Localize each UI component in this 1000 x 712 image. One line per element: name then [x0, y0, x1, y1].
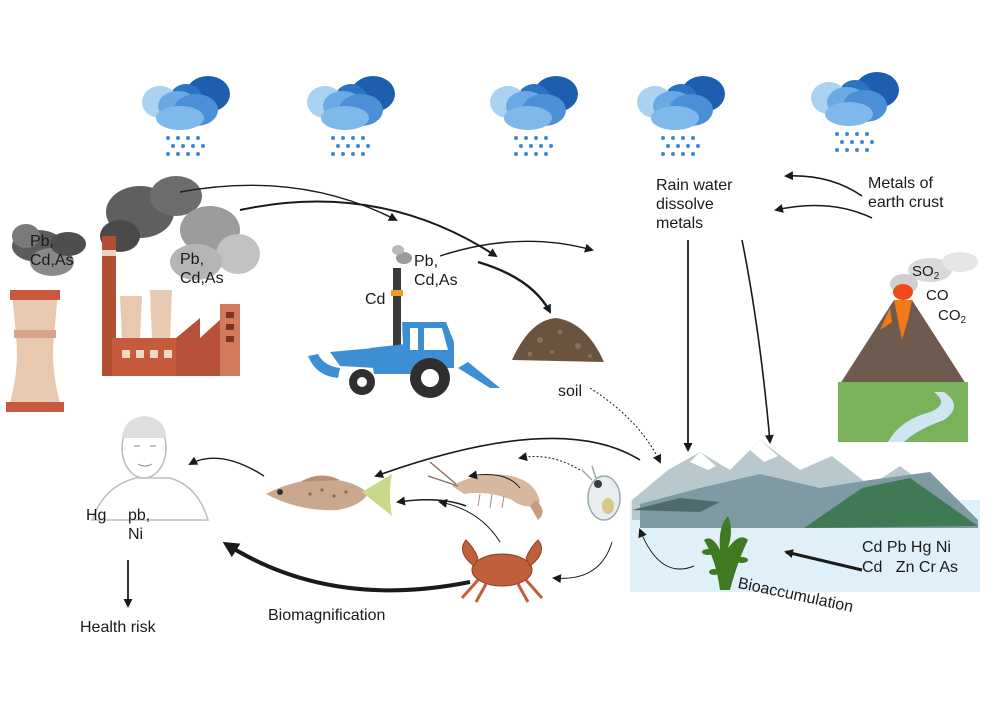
shrimp-icon — [427, 461, 543, 520]
rain-cloud-icon — [307, 76, 395, 156]
rain-cloud-icon — [490, 76, 578, 156]
soil-label: soil — [558, 383, 583, 400]
tractor-icon — [308, 245, 500, 398]
volcano-so2-label: SO2 — [912, 263, 940, 282]
factory-emission-label: Pb, Cd,As — [180, 251, 224, 287]
power-plant-icon — [6, 224, 86, 412]
water-metals-line1: Cd Pb Hg Ni — [862, 539, 951, 556]
factory-icon — [100, 176, 260, 376]
tractor-emission-label: Pb, Cd,As — [414, 253, 458, 289]
seaweed-icon — [702, 516, 748, 590]
tractor-cd-label: Cd — [365, 291, 386, 308]
human-hg-label: Hg — [86, 507, 107, 524]
biomagnification-label: Biomagnification — [268, 607, 386, 624]
rain-cloud-icon — [142, 76, 230, 156]
lake-mountains-icon — [630, 440, 980, 592]
zooplankton-icon — [581, 465, 621, 521]
soil-pile-icon — [512, 318, 604, 362]
earth-crust-label: Metals of earth crust — [868, 175, 944, 211]
volcano-icon — [838, 252, 978, 442]
health-risk-label: Health risk — [80, 619, 156, 636]
water-metals-line2: Cd Zn Cr As — [862, 559, 959, 576]
rain-cloud-icon — [811, 72, 899, 152]
human-icon — [90, 416, 210, 521]
volcano-co2-label: CO2 — [938, 307, 967, 326]
rain-water-label: Rain water dissolve metals — [656, 177, 733, 232]
fish-icon — [266, 474, 392, 516]
volcano-co-label: CO — [926, 287, 949, 304]
rain-cloud-icon — [637, 76, 725, 156]
plant-emission-label: Pb, Cd,As — [30, 233, 74, 269]
arrows — [123, 171, 873, 608]
human-pb-ni-label: pb, Ni — [128, 507, 151, 543]
crab-icon — [460, 539, 544, 603]
